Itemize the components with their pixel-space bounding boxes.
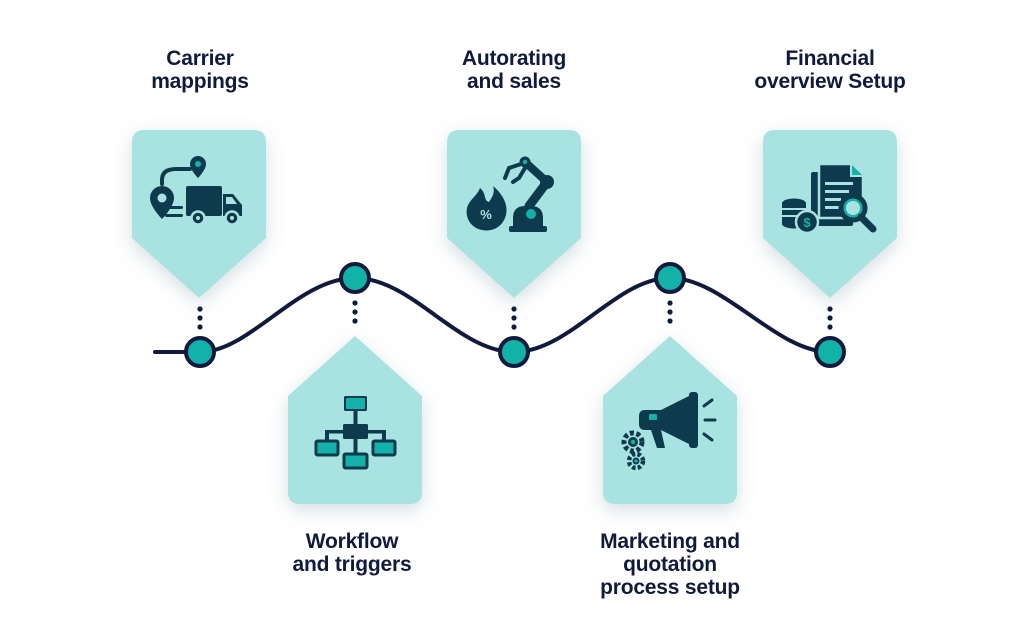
step-card-3: %	[447, 130, 581, 298]
step-label-1-line-2: mappings	[151, 70, 249, 93]
timeline-node-2	[339, 262, 371, 294]
step-label-3-line-1: Autorating	[461, 47, 567, 70]
report-coins-magnifier-icon: $	[781, 162, 877, 235]
step-label-2-line-2: and triggers	[292, 553, 412, 576]
megaphone-gears-icon	[621, 392, 717, 471]
connector-4	[667, 300, 673, 324]
connector-2	[352, 300, 358, 324]
step-card-2	[288, 336, 422, 504]
step-label-1: Carrier mappings	[90, 47, 310, 93]
step-label-1-line-1: Carrier	[166, 47, 234, 70]
svg-text:$: $	[803, 215, 811, 230]
timeline-node-3	[498, 336, 530, 368]
timeline-node-4	[654, 262, 686, 294]
svg-text:%: %	[480, 207, 492, 222]
connector-3	[511, 306, 517, 330]
step-label-4-line-1: Marketing and	[600, 530, 740, 553]
step-label-3-line-2: and sales	[467, 70, 561, 93]
step-label-4: Marketing and quotation process setup	[560, 530, 780, 599]
step-label-4-line-2: quotation	[623, 553, 717, 576]
truck-route-icon	[150, 156, 242, 226]
connector-1	[197, 306, 203, 330]
timeline-wave	[153, 275, 832, 355]
timeline-node-5	[814, 336, 846, 368]
step-label-3: Autorating and sales	[404, 47, 624, 93]
step-label-5-line-1: Financial	[785, 47, 875, 70]
robot-arm-discount-icon: %	[466, 156, 554, 232]
step-label-2-line-1: Workflow	[305, 530, 399, 553]
connector-5	[827, 306, 833, 330]
step-label-5-line-2: overview Setup	[754, 70, 906, 93]
step-card-1	[132, 130, 266, 298]
step-label-5: Financial overview Setup	[720, 47, 940, 93]
flowchart-icon	[314, 396, 397, 470]
step-card-5: $	[763, 130, 897, 298]
step-label-2: Workflow and triggers	[242, 530, 462, 576]
timeline-node-1	[184, 336, 216, 368]
step-card-4	[603, 336, 737, 504]
step-label-4-line-3: process setup	[600, 576, 740, 599]
